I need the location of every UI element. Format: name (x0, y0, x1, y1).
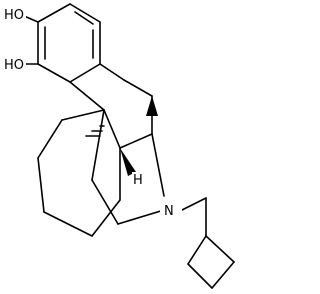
atom-label-oh-bottom: HO (4, 58, 24, 73)
stereo-wedge-c14 (120, 148, 136, 176)
benzylic-ring (69, 63, 153, 149)
piperidine-ring (91, 109, 165, 225)
nitrogen-substituent (177, 197, 207, 237)
stereo-wedge-c9 (146, 96, 158, 116)
atom-label-oh-top: HO (4, 8, 24, 23)
cyclohexane-ring (37, 109, 121, 237)
cyclobutyl-ring (187, 235, 235, 289)
molecular-structure: HO HO N H (2, 3, 235, 289)
atom-label-hydrogen: H (133, 173, 143, 188)
stereo-hash-c13 (85, 125, 105, 137)
hydroxy-bonds (23, 15, 39, 65)
atom-label-nitrogen: N (164, 204, 174, 219)
aromatic-ring (37, 3, 101, 83)
